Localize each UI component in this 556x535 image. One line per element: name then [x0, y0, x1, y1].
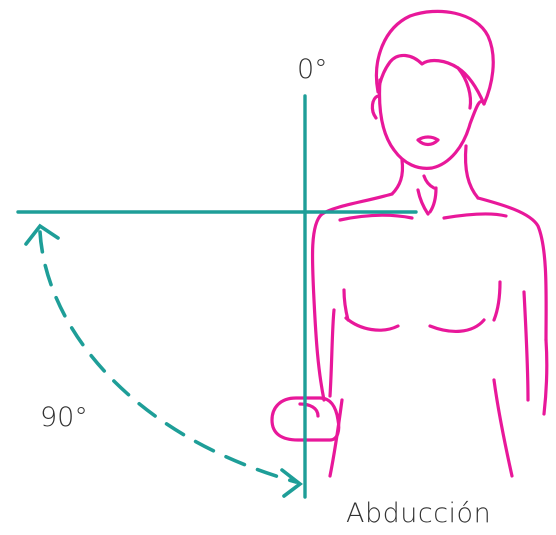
chest-left: [346, 318, 398, 330]
ear: [372, 96, 378, 118]
dashed-arc: [40, 232, 296, 482]
mouth: [418, 137, 438, 145]
throat-mark-2: [430, 188, 436, 212]
arrowhead-down: [282, 470, 300, 496]
chest-line-right: [494, 282, 500, 320]
zero-degree-label: 0°: [297, 54, 328, 85]
hair-outline: [376, 11, 493, 104]
clavicle-right: [444, 214, 506, 218]
hand-fingers: [300, 404, 318, 416]
chest-line-left: [344, 290, 348, 320]
neck-left: [392, 160, 403, 194]
neck-right: [466, 146, 479, 198]
chest-right: [430, 320, 484, 331]
abduction-caption: Abducción: [346, 498, 491, 529]
throat-mark-3: [424, 176, 434, 188]
right-arm: [544, 340, 547, 414]
torso-right: [478, 198, 546, 340]
throat-mark-1: [418, 190, 428, 214]
clavicle-left: [340, 215, 412, 220]
right-arm-inner: [524, 292, 528, 400]
left-arm-inner: [330, 310, 334, 396]
abduction-arc: [26, 226, 300, 496]
torso-left: [312, 194, 392, 400]
waist-right: [494, 380, 512, 476]
reference-axes: [18, 96, 416, 497]
ninety-degree-label: 90°: [40, 402, 88, 433]
